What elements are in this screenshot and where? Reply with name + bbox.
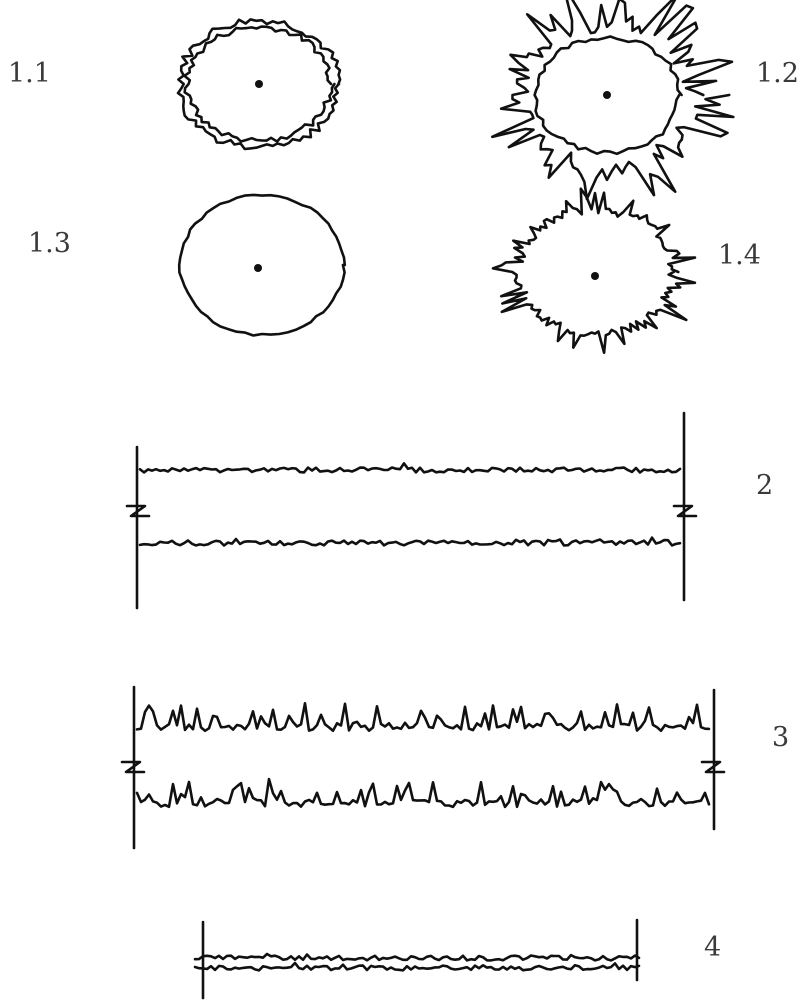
center-dot-1-3 <box>254 264 262 272</box>
fig-2-break-right <box>672 504 698 518</box>
center-dot-1-4 <box>591 272 599 280</box>
fig-3-break-left <box>120 760 146 774</box>
fig-3-top-surface <box>135 701 711 733</box>
label-3: 3 <box>772 722 790 753</box>
ring-1-1-outer <box>176 18 342 151</box>
ring-1-3 <box>177 193 347 337</box>
center-dot-1-2 <box>603 91 611 99</box>
fig-4-bottom-surface <box>193 961 641 972</box>
fig-3-bottom-surface <box>135 777 711 809</box>
label-1-4: 1.4 <box>718 240 761 271</box>
ring-1-2-inner <box>533 35 683 156</box>
label-2: 2 <box>756 470 774 501</box>
center-dot-1-1 <box>255 80 263 88</box>
label-1-2: 1.2 <box>756 58 799 89</box>
ring-1-2-spikes <box>490 0 735 201</box>
ring-1-1-inner <box>183 25 336 143</box>
fig-2-bottom-surface <box>138 536 682 547</box>
fig-2-break-left <box>125 504 151 518</box>
label-1-3: 1.3 <box>28 228 71 259</box>
label-1-1: 1.1 <box>8 58 51 89</box>
fig-2-top-surface <box>138 462 682 474</box>
fig-3-break-right <box>700 760 726 774</box>
ring-1-4 <box>491 187 697 355</box>
fig-4-top-surface <box>193 952 641 962</box>
label-4: 4 <box>704 932 722 963</box>
